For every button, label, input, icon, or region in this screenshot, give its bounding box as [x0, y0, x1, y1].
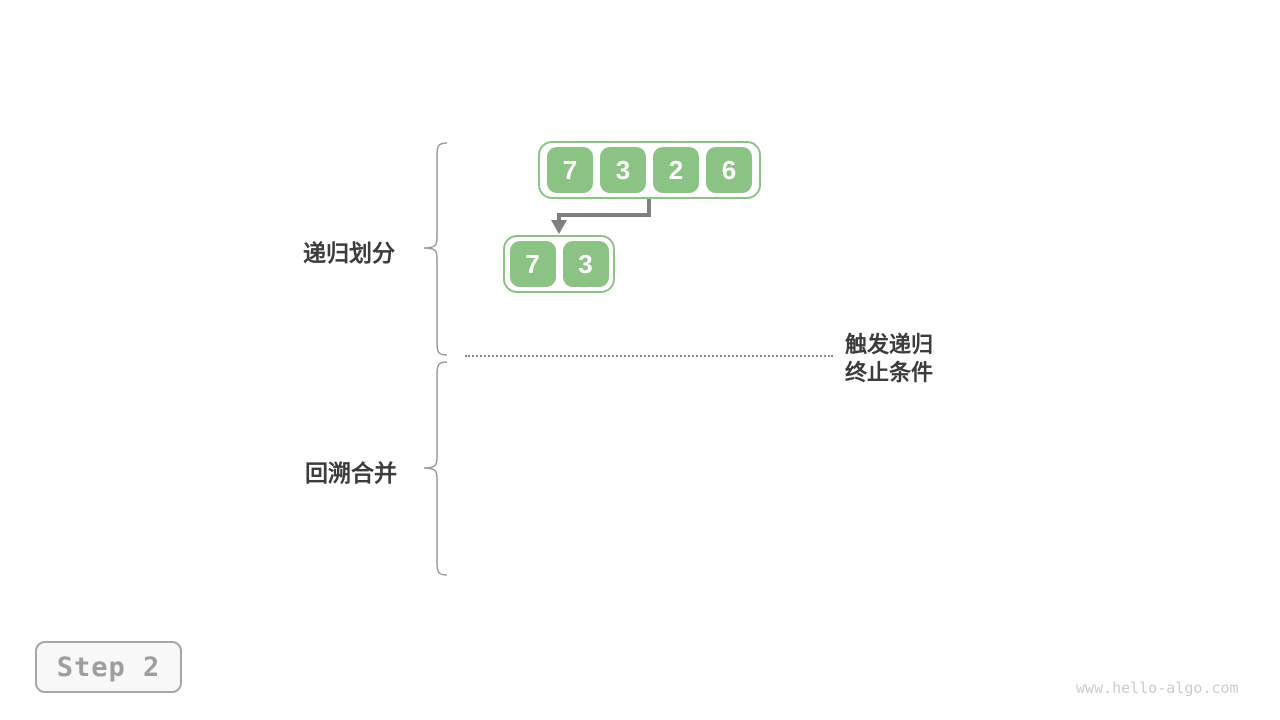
- array-cell: 3: [562, 241, 609, 287]
- array-left-subarray: 7 3: [503, 235, 615, 293]
- termination-condition-label: 触发递归 终止条件: [845, 331, 933, 387]
- termination-condition-line2: 终止条件: [845, 360, 934, 385]
- array-cell: 7: [509, 241, 556, 287]
- array-cell: 3: [600, 147, 646, 193]
- merge-brace-icon: [423, 361, 448, 576]
- split-arrow-line: [557, 199, 651, 221]
- array-cell: 6: [706, 147, 752, 193]
- termination-condition-line1: 触发递归: [845, 332, 934, 357]
- merge-phase-label: 回溯合并: [305, 460, 397, 486]
- partition-brace-icon: [423, 142, 448, 356]
- termination-dotted-line: [465, 355, 833, 357]
- split-arrow-head-icon: [551, 220, 567, 234]
- partition-phase-label: 递归划分: [303, 240, 395, 266]
- array-top: 7 3 2 6: [538, 141, 761, 199]
- step-badge: Step 2: [35, 641, 182, 693]
- array-cell: 7: [547, 147, 593, 193]
- watermark: www.hello-algo.com: [1076, 679, 1239, 697]
- array-cell: 2: [653, 147, 699, 193]
